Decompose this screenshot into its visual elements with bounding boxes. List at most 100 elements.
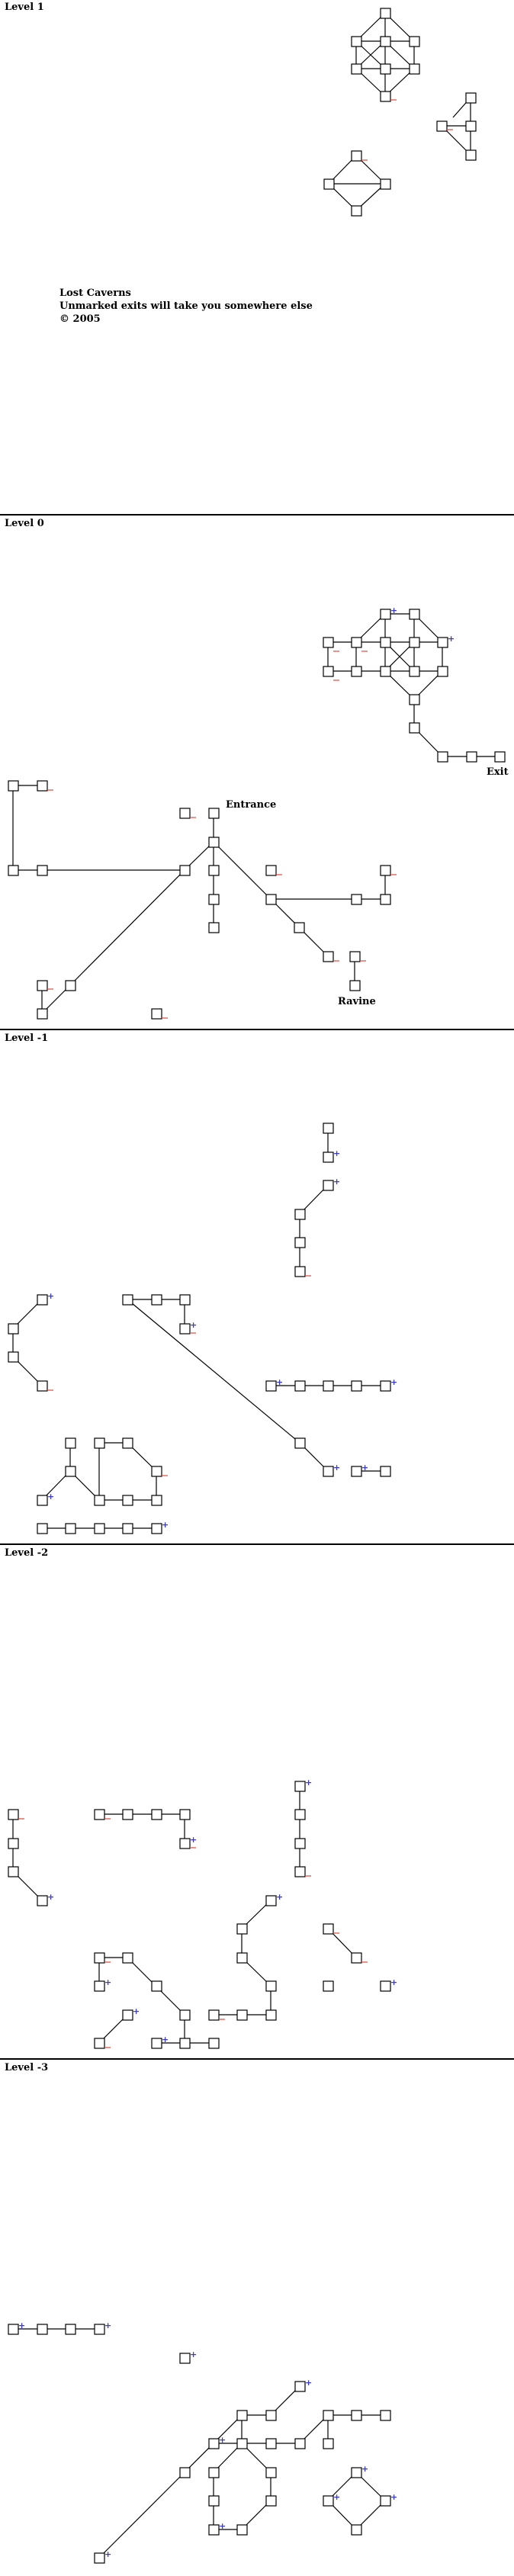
cave-room xyxy=(294,1838,306,1849)
level-1-map xyxy=(323,8,477,217)
cave-room xyxy=(323,2495,334,2507)
svg-text:+: + xyxy=(219,2521,226,2531)
cave-room xyxy=(294,1809,306,1820)
cave-room xyxy=(409,694,420,705)
cave-room xyxy=(65,980,76,991)
cave-room xyxy=(409,36,420,47)
cave-room xyxy=(8,1866,19,1877)
cave-room xyxy=(94,1809,105,1820)
cave-room xyxy=(380,63,391,75)
cave-room xyxy=(323,1151,334,1163)
cave-room xyxy=(65,1523,76,1534)
cave-room xyxy=(8,1351,19,1363)
cave-room xyxy=(236,2410,248,2421)
cave-room xyxy=(94,2552,105,2564)
cave-room xyxy=(351,150,362,162)
level-minus1-label: Level -1 xyxy=(5,1033,49,1044)
cave-room xyxy=(94,1952,105,1964)
level-minus3-label: Level -3 xyxy=(5,2062,49,2073)
cave-room xyxy=(323,1923,334,1935)
cave-room xyxy=(380,1466,391,1477)
cave-links xyxy=(12,1786,357,2044)
cave-room xyxy=(409,722,420,734)
cave-room xyxy=(351,1380,362,1392)
cave-room xyxy=(380,2495,391,2507)
cave-room xyxy=(122,1495,133,1506)
ravine-label: Ravine xyxy=(338,996,376,1007)
cave-room xyxy=(351,36,362,47)
cave-room xyxy=(94,2324,105,2335)
cave-room xyxy=(8,1838,19,1849)
cave-room xyxy=(236,2524,248,2536)
exit-label: Exit xyxy=(487,766,509,778)
cave-room xyxy=(466,751,477,763)
cave-room xyxy=(37,1895,48,1906)
cave-room xyxy=(208,2438,220,2449)
cave-room xyxy=(236,1923,248,1935)
cave-room xyxy=(179,2353,191,2364)
cave-room xyxy=(437,666,448,677)
cave-room xyxy=(208,2467,220,2478)
cave-room xyxy=(294,2381,306,2392)
cave-room xyxy=(436,120,448,132)
cave-room xyxy=(37,1495,48,1506)
cave-room xyxy=(265,2438,277,2449)
cave-room xyxy=(294,922,305,933)
cave-room xyxy=(437,751,448,763)
level-0-label: Level 0 xyxy=(5,518,44,529)
cave-room xyxy=(208,2524,220,2536)
cave-room xyxy=(65,2324,76,2335)
cave-room xyxy=(37,1380,48,1392)
cave-room xyxy=(122,1437,133,1449)
cave-room xyxy=(179,2467,191,2478)
cave-room xyxy=(37,865,48,876)
cave-room xyxy=(380,178,391,190)
cave-room xyxy=(122,1952,133,1964)
cave-room xyxy=(208,2495,220,2507)
cave-room xyxy=(37,1523,48,1534)
cave-room xyxy=(265,1980,277,1992)
svg-text:+: + xyxy=(18,2321,25,2330)
svg-text:+: + xyxy=(390,2492,397,2502)
cave-room xyxy=(151,1523,162,1534)
down-exit-markers xyxy=(47,1275,311,1476)
map-copyright: © 2005 xyxy=(59,313,101,325)
cave-room xyxy=(323,178,335,190)
svg-text:+: + xyxy=(390,605,397,615)
cave-room xyxy=(94,2038,105,2049)
cave-room xyxy=(179,1809,191,1820)
cave-room xyxy=(151,1008,162,1020)
cave-room xyxy=(37,780,48,792)
svg-text:+: + xyxy=(361,1463,368,1473)
cave-room xyxy=(323,637,334,648)
cave-room xyxy=(37,980,48,991)
svg-text:+: + xyxy=(47,1291,54,1301)
level-minus2-map: + + + + + + + + xyxy=(8,1778,397,2049)
cave-room xyxy=(122,1809,133,1820)
cave-room xyxy=(380,1380,391,1392)
cave-room xyxy=(94,1437,105,1449)
cave-room xyxy=(294,1209,306,1220)
cave-room xyxy=(380,8,391,19)
cave-room xyxy=(323,1380,334,1392)
up-exit-markers: + + xyxy=(390,605,455,644)
cave-room xyxy=(236,2009,248,2021)
cave-room xyxy=(265,2009,277,2021)
cave-room xyxy=(265,894,277,905)
cave-room xyxy=(351,1466,362,1477)
level-divider xyxy=(0,1543,514,1545)
level-minus3-map: + + + + + + + + + + xyxy=(8,2321,397,2564)
cave-room xyxy=(151,1294,162,1306)
cave-room xyxy=(294,1866,306,1877)
cave-room xyxy=(94,1523,105,1534)
cave-room xyxy=(151,1980,162,1992)
down-exit-markers xyxy=(47,650,397,1019)
cave-room xyxy=(323,1180,334,1191)
cave-rooms xyxy=(8,609,506,1020)
cave-room xyxy=(208,894,220,905)
cave-room xyxy=(351,2410,362,2421)
cave-room xyxy=(179,1294,191,1306)
cave-room xyxy=(465,149,477,161)
level-divider xyxy=(0,1029,514,1030)
cave-room xyxy=(465,120,477,132)
